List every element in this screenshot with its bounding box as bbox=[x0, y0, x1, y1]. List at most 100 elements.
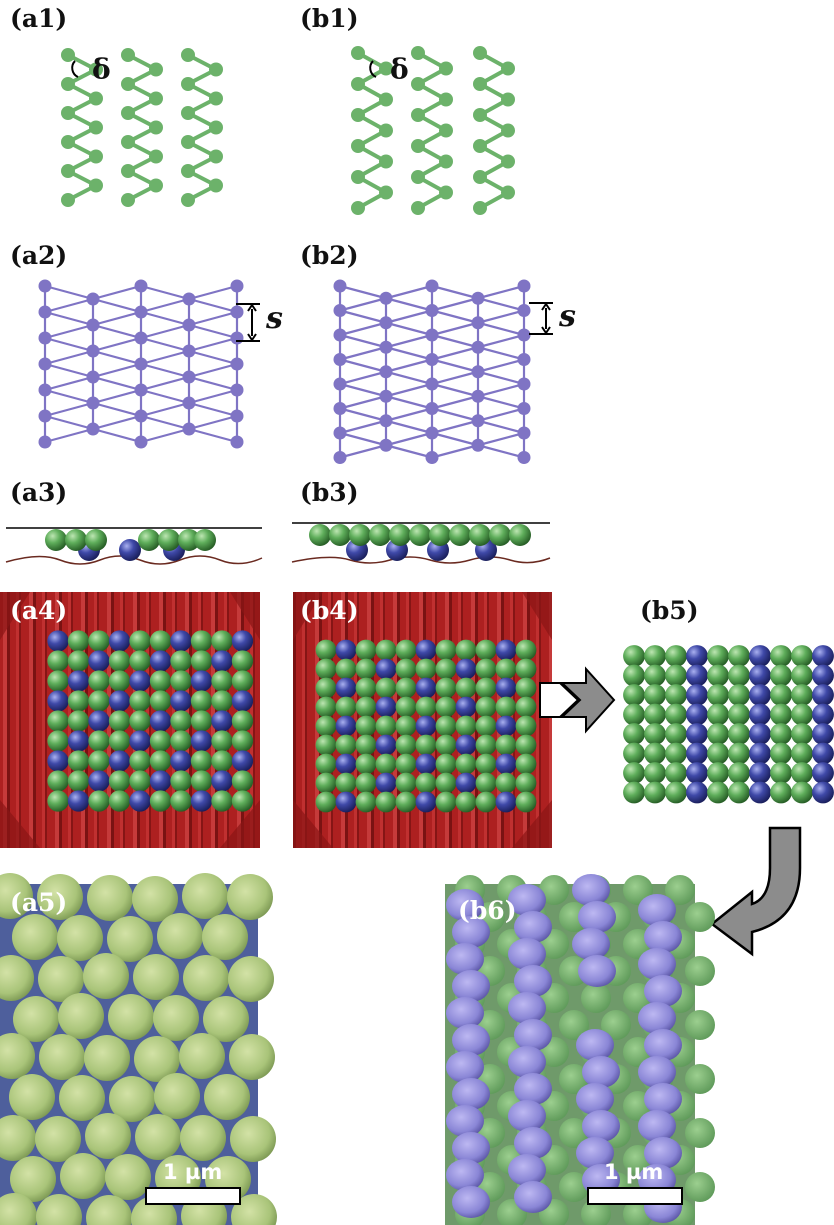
lattice-node bbox=[230, 409, 244, 423]
green-sphere bbox=[355, 772, 377, 794]
sem-green-particle bbox=[685, 956, 715, 986]
sem-particle bbox=[36, 1194, 82, 1225]
sem-purple-particle bbox=[514, 965, 552, 997]
green-sphere bbox=[355, 639, 377, 661]
lattice-bond bbox=[44, 284, 94, 301]
blue-sphere bbox=[170, 750, 192, 772]
lattice-bond bbox=[92, 349, 142, 366]
blue-sphere bbox=[455, 696, 477, 718]
green-sphere bbox=[231, 790, 254, 812]
green-sphere bbox=[415, 696, 437, 718]
lattice-bond bbox=[431, 370, 479, 386]
lattice-node bbox=[333, 377, 347, 391]
sem-purple-particle bbox=[508, 1154, 546, 1186]
sem-particle bbox=[180, 1115, 226, 1161]
zigzag-node bbox=[351, 108, 365, 122]
sem-particle bbox=[59, 1075, 105, 1121]
lattice-bond bbox=[339, 444, 387, 459]
blue-sphere bbox=[686, 742, 708, 765]
green-sphere bbox=[149, 690, 172, 712]
lattice-bond bbox=[44, 336, 94, 353]
blue-sphere bbox=[495, 677, 517, 699]
sem-particle bbox=[228, 956, 274, 1002]
lattice-node bbox=[379, 291, 393, 305]
green-sphere bbox=[515, 791, 537, 813]
green-sphere bbox=[623, 684, 645, 706]
lattice-bond bbox=[431, 444, 479, 459]
lattice-bond bbox=[44, 349, 94, 366]
lattice-bond bbox=[44, 375, 94, 392]
green-sphere bbox=[623, 762, 645, 784]
sem-purple-particle bbox=[452, 1186, 490, 1218]
panel-label-a5: (a5) bbox=[10, 888, 68, 917]
twist-arrow bbox=[539, 666, 616, 734]
blue-sphere bbox=[749, 664, 771, 687]
sem-green-particle bbox=[581, 983, 611, 1013]
zigzag-node bbox=[121, 48, 135, 62]
sem-green-particle bbox=[685, 902, 715, 932]
lattice-node bbox=[471, 340, 485, 354]
zigzag-node bbox=[501, 185, 515, 200]
green-sphere bbox=[728, 723, 750, 745]
lattice-bond bbox=[339, 297, 387, 312]
lattice-bond bbox=[339, 382, 387, 398]
zigzag-node bbox=[149, 62, 163, 77]
blue-sphere bbox=[335, 753, 357, 775]
green-sphere bbox=[489, 524, 511, 546]
green-sphere bbox=[329, 524, 351, 546]
green-sphere bbox=[108, 670, 131, 692]
zigzag-node bbox=[439, 92, 453, 107]
lattice-bond bbox=[431, 419, 479, 435]
zigzag-node bbox=[181, 77, 195, 91]
green-sphere bbox=[65, 529, 87, 551]
lattice-bond bbox=[92, 297, 142, 314]
panel-label-b3: (b3) bbox=[300, 478, 359, 507]
sem-particle bbox=[153, 995, 199, 1041]
green-sphere bbox=[315, 677, 337, 699]
lattice-bond bbox=[477, 407, 525, 422]
green-sphere bbox=[395, 639, 417, 661]
lattice-bond bbox=[44, 310, 94, 327]
blue-sphere bbox=[231, 690, 254, 712]
lattice-bond bbox=[140, 427, 190, 444]
green-sphere bbox=[67, 630, 90, 652]
lattice-bond bbox=[92, 310, 142, 327]
green-sphere bbox=[791, 742, 813, 765]
green-sphere bbox=[190, 750, 213, 772]
side-view-a3 bbox=[5, 527, 263, 565]
lattice-bond bbox=[188, 297, 238, 314]
zigzag-node bbox=[121, 193, 135, 207]
lattice-node bbox=[134, 331, 148, 345]
zigzag-node bbox=[379, 185, 393, 200]
lattice-node bbox=[182, 292, 196, 306]
green-sphere bbox=[170, 710, 192, 732]
green-sphere bbox=[707, 645, 729, 667]
green-sphere bbox=[644, 664, 666, 687]
blue-sphere bbox=[455, 772, 477, 794]
zigzag-node bbox=[181, 193, 195, 207]
lattice-bond bbox=[92, 401, 142, 418]
blue-sphere bbox=[170, 690, 192, 712]
lattice-node bbox=[425, 377, 439, 391]
sem-particle bbox=[58, 993, 104, 1039]
green-sphere bbox=[231, 770, 254, 792]
zigzag-node bbox=[351, 139, 365, 153]
green-sphere bbox=[231, 650, 254, 672]
lattice-node bbox=[38, 383, 52, 397]
green-sphere bbox=[770, 762, 792, 784]
lattice-bond bbox=[140, 414, 190, 431]
green-sphere bbox=[455, 715, 477, 737]
green-sphere bbox=[475, 791, 497, 813]
blue-sphere bbox=[335, 791, 357, 813]
green-sphere bbox=[355, 753, 377, 775]
zigzag-node bbox=[209, 178, 223, 193]
green-sphere bbox=[665, 703, 687, 726]
blue-sphere bbox=[686, 703, 708, 726]
sem-purple-particle bbox=[576, 1083, 614, 1115]
green-sphere bbox=[623, 645, 645, 667]
green-sphere bbox=[728, 703, 750, 726]
green-sphere bbox=[47, 670, 69, 692]
lattice-bond bbox=[385, 395, 433, 410]
green-sphere bbox=[395, 715, 417, 737]
afm-panel-b4 bbox=[293, 592, 552, 848]
